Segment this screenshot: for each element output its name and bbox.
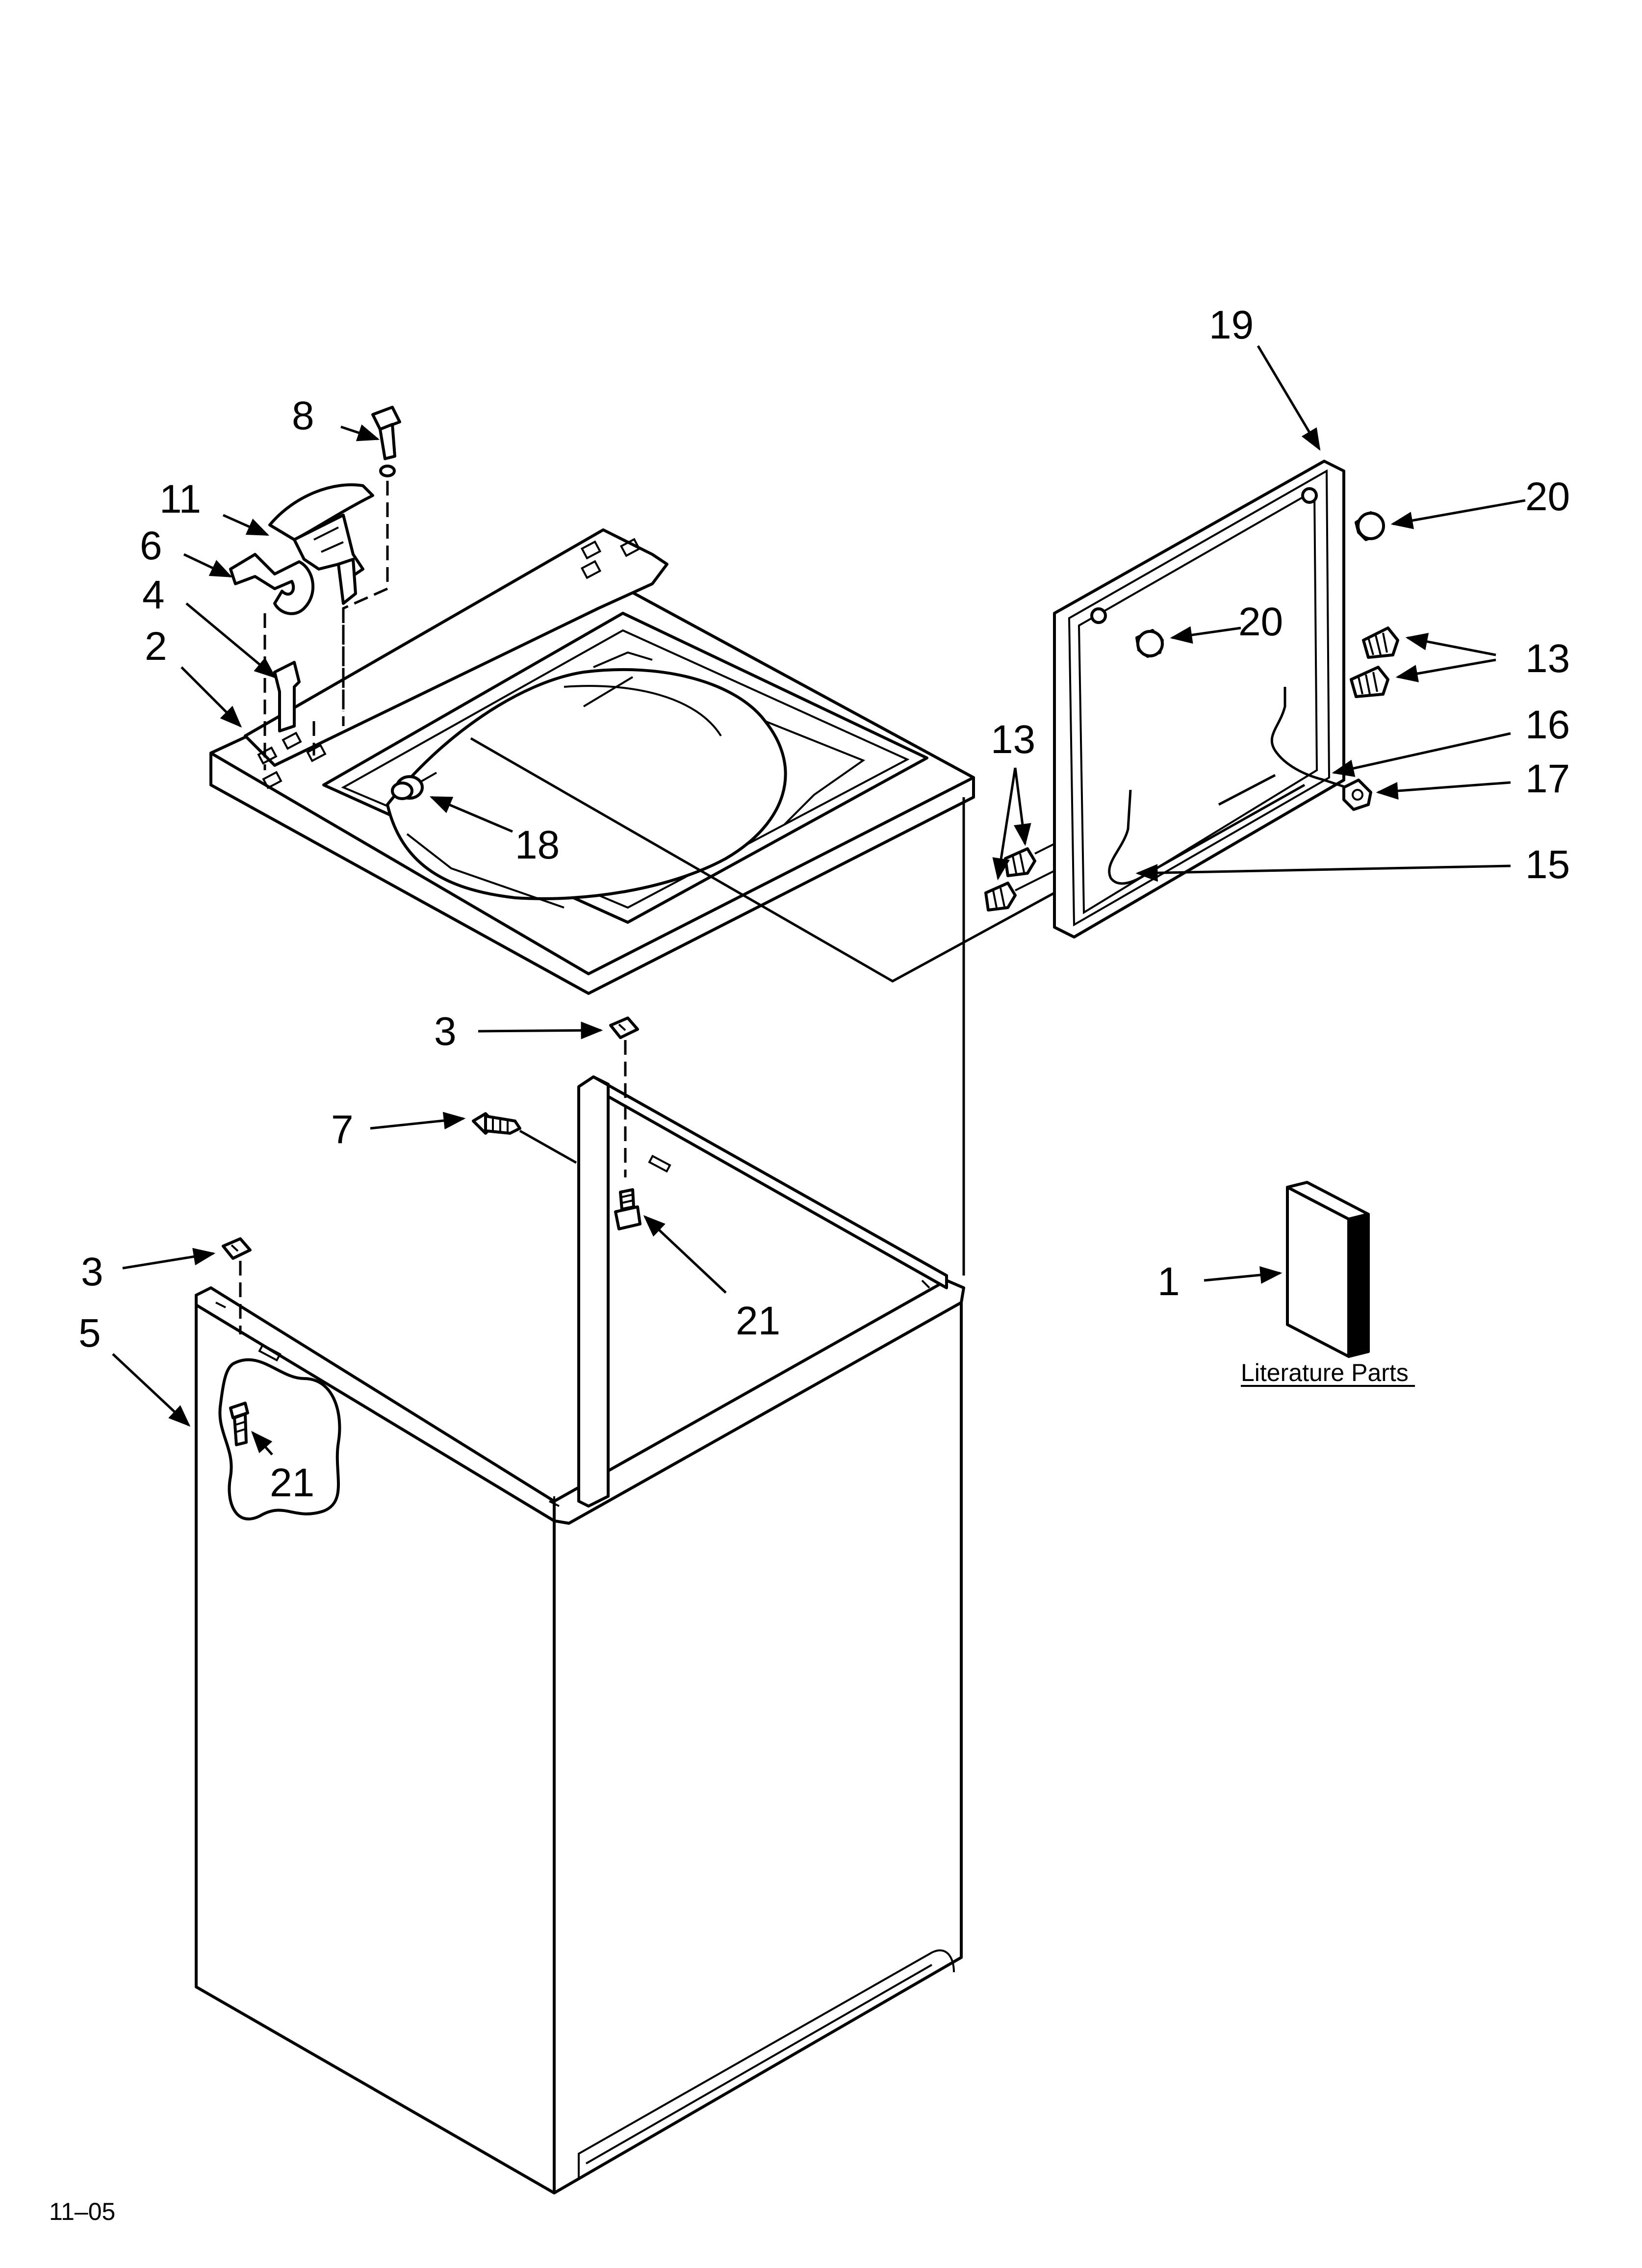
callout-21-lower: 21 — [270, 1460, 314, 1505]
page-code: 11–05 — [49, 2198, 115, 2225]
clip-nut-3-upper — [609, 1017, 639, 1039]
callout-20-mid: 20 — [1238, 600, 1283, 644]
top-panel — [209, 528, 975, 995]
callout-3-lower: 3 — [81, 1250, 103, 1294]
callout-17: 17 — [1525, 756, 1570, 801]
callout-8: 8 — [292, 393, 314, 438]
callout-15: 15 — [1525, 842, 1570, 887]
callout-6: 6 — [140, 523, 162, 568]
callout-1: 1 — [1157, 1259, 1180, 1304]
clip-nut-3-lower — [222, 1237, 252, 1260]
callout-21-upper: 21 — [736, 1299, 780, 1343]
cabinet-cutout — [218, 1358, 341, 1521]
lid-switch-assembly — [229, 406, 401, 770]
literature-parts-book — [1286, 1181, 1370, 1358]
cabinet — [195, 1075, 965, 2194]
screw-13-right-b — [1350, 666, 1389, 698]
screw-13-left-b — [984, 882, 1017, 912]
callout-20-top: 20 — [1525, 474, 1570, 519]
callout-arrows — [112, 345, 1526, 1456]
callout-3-upper: 3 — [434, 1009, 457, 1054]
plug-20-top — [1355, 511, 1385, 541]
callout-4: 4 — [142, 573, 165, 617]
screw-7 — [472, 1112, 521, 1135]
callout-19: 19 — [1209, 303, 1254, 347]
callout-5: 5 — [78, 1311, 101, 1356]
callout-16: 16 — [1525, 703, 1570, 747]
callout-13-right: 13 — [1525, 636, 1570, 681]
callout-18: 18 — [515, 823, 560, 867]
fill-nozzle — [391, 772, 437, 800]
nut-17 — [1342, 779, 1372, 811]
lid-switch-11 — [268, 483, 374, 605]
screw-21-cutout — [229, 1402, 249, 1446]
screw-21-upper — [614, 1188, 641, 1230]
callout-7: 7 — [331, 1107, 354, 1152]
screw-13-left-a — [1004, 847, 1036, 877]
bracket-4 — [273, 661, 301, 732]
screw-13-right-a — [1362, 626, 1399, 659]
plug-20-mid — [1135, 629, 1164, 658]
assembly-leader-line — [470, 737, 1055, 983]
literature-parts-label: Literature Parts — [1241, 1359, 1409, 1386]
rear-panel — [984, 460, 1399, 938]
screw-8 — [371, 406, 401, 477]
clip-6 — [229, 553, 315, 615]
callout-11: 11 — [159, 477, 201, 521]
callout-labels: 8 11 6 4 2 19 20 20 13 16 17 15 13 18 3 … — [78, 303, 1570, 1505]
callout-13-left: 13 — [991, 717, 1035, 762]
callout-2: 2 — [145, 624, 167, 669]
